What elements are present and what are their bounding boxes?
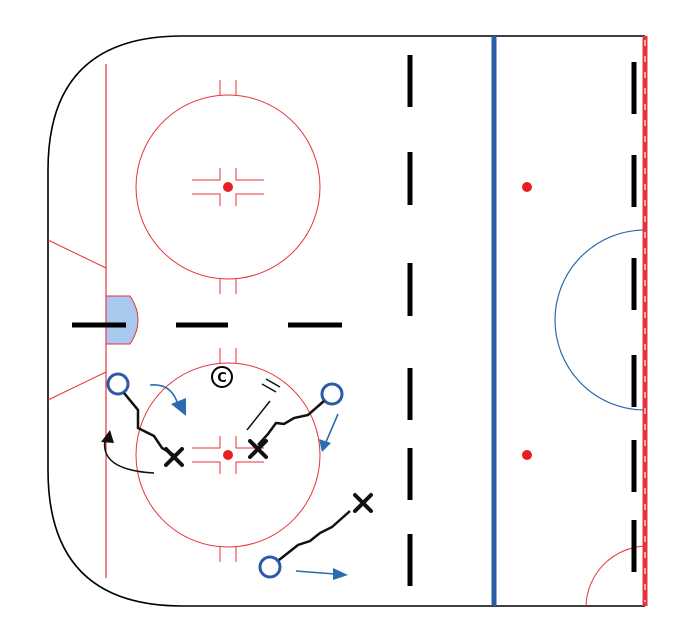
trapezoid-line-bottom [47,371,107,401]
shot-lines [246,378,281,431]
pass-arrow-right-head [319,439,331,452]
faceoff-circle-top [135,80,321,294]
player-1-hollow-circle-icon [106,372,130,396]
player-2-hollow-circle-icon [320,382,344,406]
attacker-3-x-icon [353,493,373,513]
faceoff-dot-bottom [223,450,233,460]
coach-label: C [217,371,227,386]
pass-arrow-top-left [149,384,179,406]
curved-return-arrow [103,439,155,474]
attacker-2-x-icon [248,439,268,459]
coach-marker: C [211,366,233,388]
pass-arrow-bottom [295,570,336,575]
faceoff-circle-bottom [135,348,321,562]
circled-c-icon [211,366,233,388]
player-1-skate-path [123,392,175,457]
player-3-hollow-circle-icon [258,555,282,579]
faceoff-dot-top [223,182,233,192]
curved-return-arrowhead [101,430,114,443]
rink-boards [47,35,645,607]
player-3-skate-path [278,510,351,561]
trapezoid-line-top [47,239,107,269]
neutral-zone-dot-bottom [522,450,532,460]
center-circle-arc [554,229,646,411]
goal-crease [105,295,139,345]
attacker-1-x-icon [164,447,184,467]
player-2-skate-path [257,400,325,446]
pass-arrow-top-left-head [171,398,186,416]
pass-arrow-right [325,413,339,443]
neutral-zone-dot-top [522,182,532,192]
pass-arrow-bottom-head [333,568,348,580]
